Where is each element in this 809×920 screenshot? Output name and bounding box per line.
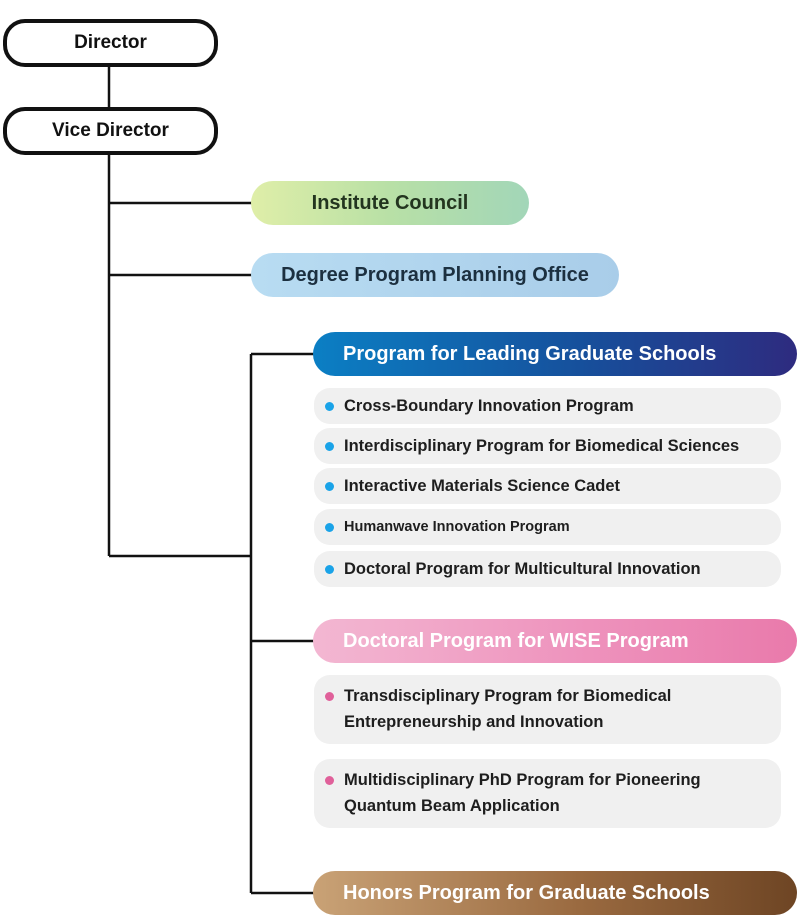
vice-director-node: Vice Director: [3, 107, 218, 155]
item-line: Multidisciplinary PhD Program for Pionee…: [344, 771, 701, 789]
item-line: Entrepreneurship and Innovation: [344, 713, 604, 731]
leading-program-item: Humanwave Innovation Program: [314, 509, 781, 545]
wise-program-header: Doctoral Program for WISE Program: [313, 619, 797, 663]
bullet-dot-icon: [325, 402, 334, 411]
bullet-dot-icon: [325, 482, 334, 491]
bullet-dot-icon: [325, 776, 334, 785]
item-line: Transdisciplinary Program for Biomedical: [344, 687, 672, 705]
leading-program-item: Doctoral Program for Multicultural Innov…: [314, 551, 781, 587]
bullet-dot-icon: [325, 692, 334, 701]
institute-council-node: Institute Council: [251, 181, 529, 225]
item-label: Cross-Boundary Innovation Program: [344, 397, 634, 415]
bullet-dot-icon: [325, 565, 334, 574]
vice-director-label: Vice Director: [52, 120, 169, 141]
item-text: Multidisciplinary PhD Program for Pionee…: [344, 767, 701, 819]
director-label: Director: [74, 32, 147, 53]
wise-program-item: Transdisciplinary Program for Biomedical…: [314, 675, 781, 744]
leading-program-item: Interactive Materials Science Cadet: [314, 468, 781, 504]
leading-program-title: Program for Leading Graduate Schools: [343, 342, 717, 365]
honors-program-title: Honors Program for Graduate Schools: [343, 881, 710, 904]
item-label: Doctoral Program for Multicultural Innov…: [344, 560, 701, 578]
item-label: Interdisciplinary Program for Biomedical…: [344, 437, 740, 455]
honors-program-header: Honors Program for Graduate Schools: [313, 871, 797, 915]
item-text: Transdisciplinary Program for Biomedical…: [344, 683, 671, 735]
item-line: Quantum Beam Application: [344, 797, 560, 815]
bullet-dot-icon: [325, 442, 334, 451]
institute-council-label: Institute Council: [311, 191, 469, 214]
planning-office-label: Degree Program Planning Office: [281, 263, 589, 286]
planning-office-node: Degree Program Planning Office: [251, 253, 619, 297]
wise-program-title: Doctoral Program for WISE Program: [343, 629, 689, 652]
item-label: Humanwave Innovation Program: [344, 519, 570, 535]
bullet-dot-icon: [325, 523, 334, 532]
item-label: Interactive Materials Science Cadet: [344, 477, 621, 495]
leading-program-header: Program for Leading Graduate Schools: [313, 332, 797, 376]
director-node: Director: [3, 19, 218, 67]
leading-program-item: Cross-Boundary Innovation Program: [314, 388, 781, 424]
leading-program-item: Interdisciplinary Program for Biomedical…: [314, 428, 781, 464]
wise-program-item: Multidisciplinary PhD Program for Pionee…: [314, 759, 781, 828]
